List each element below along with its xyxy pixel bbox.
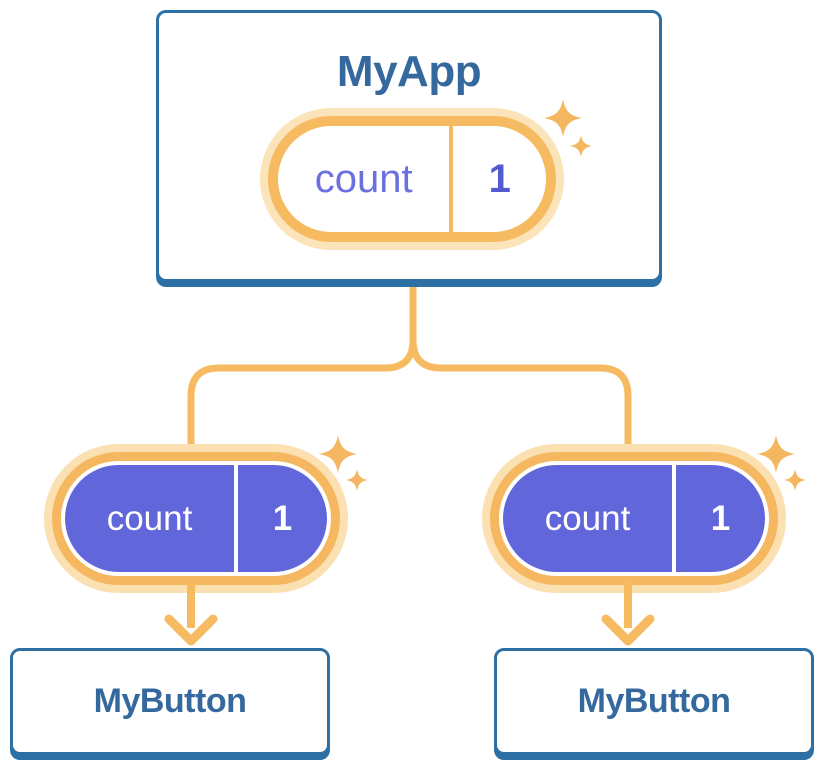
prop-pill-right: count 1 [490,452,778,585]
sparkles-icon [544,99,592,157]
prop-name-label: count [544,498,631,538]
mybutton-title: MyButton [577,682,731,720]
fork-connector-line [187,284,632,462]
sparkles-icon [757,435,806,491]
mybutton-title: MyButton [93,682,247,720]
pill-divider [234,465,239,572]
state-value-label: 1 [488,156,511,201]
arrow-down-icon [601,580,655,646]
prop-value-label: 1 [272,498,293,538]
prop-value-label: 1 [710,498,731,538]
mybutton-card-right: MyButton [494,648,814,755]
prop-name-label: count [106,498,193,538]
mybutton-card-left: MyButton [10,648,330,755]
sparkles-icon [319,435,368,491]
pill-divider [449,126,454,232]
arrow-down-icon [164,580,218,646]
myapp-title: MyApp [336,47,482,96]
prop-pill-left: count 1 [52,452,340,585]
pill-divider [672,465,677,572]
root-state-pill: count 1 [268,116,556,242]
state-name-label: count [314,156,413,201]
